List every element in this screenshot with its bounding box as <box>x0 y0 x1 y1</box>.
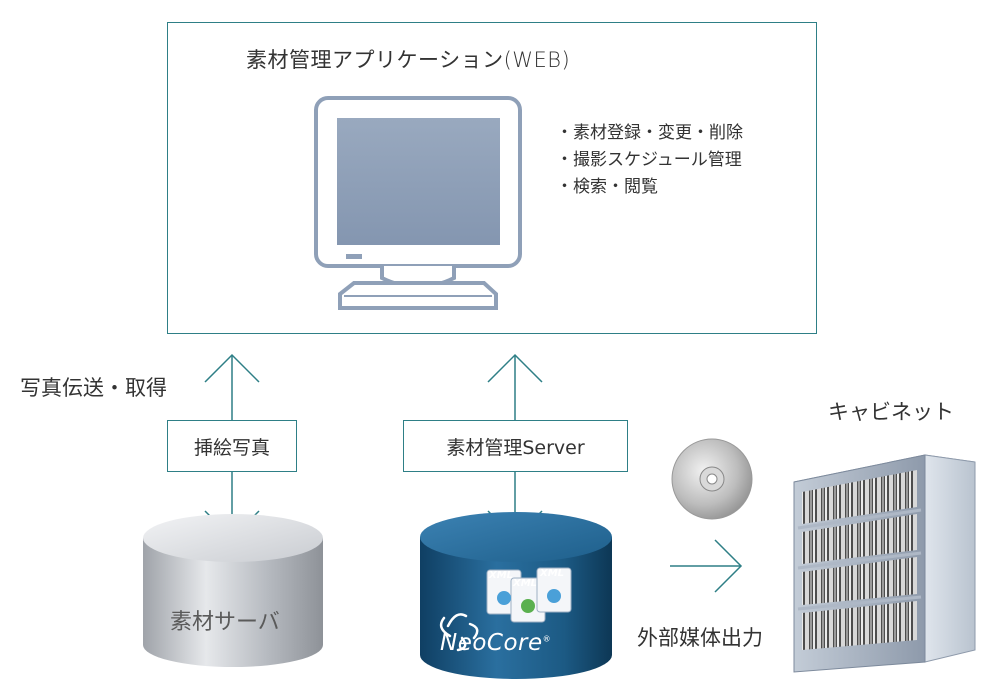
arrow-up-middle <box>487 353 543 383</box>
xml-tag: XML <box>512 578 537 589</box>
feature-list: ・素材登録・変更・削除 ・撮影スケジュール管理 ・検索・閲覧 <box>556 120 743 201</box>
photo-box: 挿絵写真 <box>167 420 297 472</box>
arrow-up-left <box>204 353 260 383</box>
feature-item: ・検索・閲覧 <box>556 177 658 197</box>
xml-tag: XML <box>539 568 564 579</box>
neocore-name: NeoCore <box>440 630 543 656</box>
neocore-label: NeoCore® <box>440 630 551 656</box>
neocore-registered-mark: ® <box>542 634 552 644</box>
feature-item: ・素材登録・変更・削除 <box>556 123 743 143</box>
xml-tag: XML <box>488 570 513 581</box>
transfer-label: 写真伝送・取得 <box>20 376 167 400</box>
feature-item: ・撮影スケジュール管理 <box>556 150 742 170</box>
arrow-right <box>714 539 743 593</box>
server-box: 素材管理Server <box>403 420 628 472</box>
neocore-logo-icon <box>439 613 479 652</box>
app-title: 素材管理アプリケーション(WEB) <box>246 48 571 72</box>
external-output-label: 外部媒体出力 <box>637 626 763 650</box>
material-server-label: 素材サーバ <box>170 610 280 635</box>
cabinet-label: キャビネット <box>828 400 954 424</box>
xml-document-icon <box>486 567 572 623</box>
